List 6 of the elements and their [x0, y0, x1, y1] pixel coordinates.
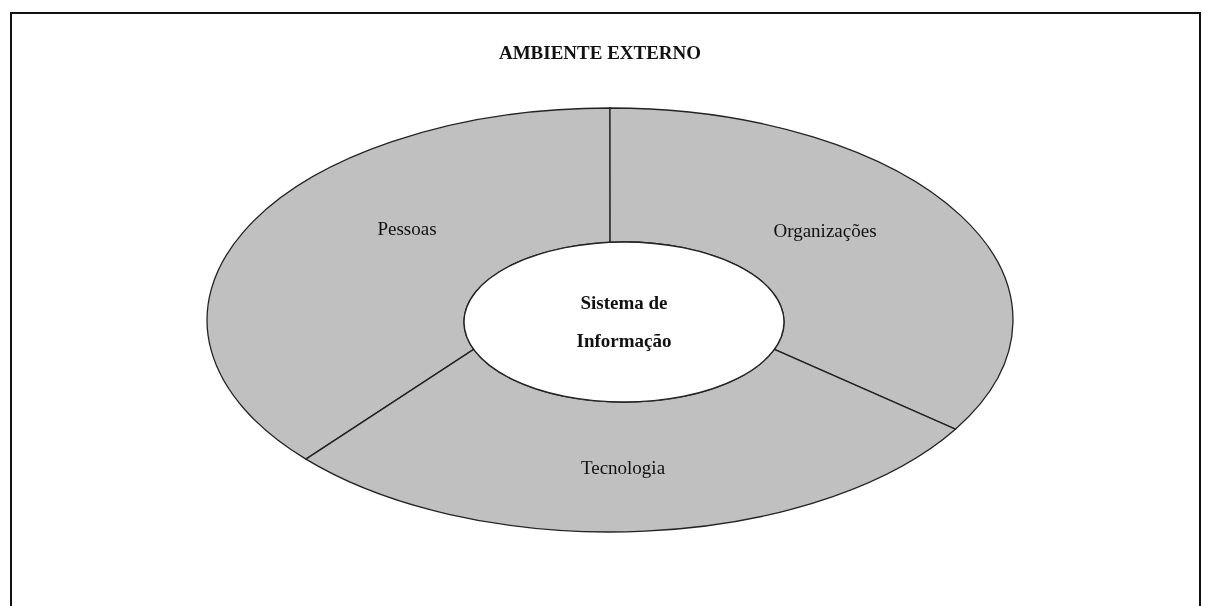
frame-box: [10, 12, 1201, 606]
heading: AMBIENTE EXTERNO: [498, 42, 702, 64]
segment-label: Tecnologia: [580, 457, 666, 479]
segment-label: Organizações: [773, 220, 877, 242]
center-label: Sistema de Informação: [575, 291, 673, 353]
segment-label: Pessoas: [377, 218, 437, 240]
